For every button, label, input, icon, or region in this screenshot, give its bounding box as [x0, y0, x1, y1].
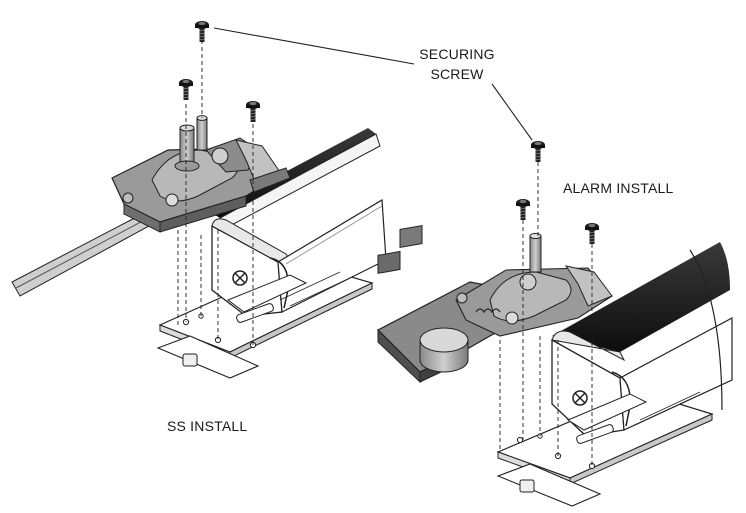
- ss-alignment-lines: [177, 40, 254, 345]
- ss-latch-mechanism: [111, 115, 291, 233]
- screw-icon: [584, 222, 600, 245]
- alarm-install-assembly: [376, 140, 733, 507]
- ss-exit-device-bar: [210, 128, 387, 323]
- alarm-module: [376, 225, 613, 384]
- screw-icon: [515, 198, 531, 221]
- securing-screw-label-line2: SCREW: [430, 66, 484, 82]
- ss-install-label: SS INSTALL: [167, 418, 248, 434]
- screw-icon: [194, 20, 210, 43]
- securing-screw-label-line1: SECURING: [419, 46, 495, 62]
- alarm-install-label: ALARM INSTALL: [563, 180, 674, 196]
- screw-icon: [530, 140, 546, 163]
- screw-icon: [178, 78, 194, 101]
- alarm-exit-device-bar: [551, 242, 733, 444]
- alarm-alignment-lines: [499, 162, 593, 466]
- securing-screw-label: SECURING SCREW: [412, 44, 502, 84]
- actuator-rod: [11, 209, 161, 297]
- ss-install-assembly: [11, 20, 387, 379]
- screw-icon: [245, 100, 261, 123]
- securing-screw-leaders: [213, 27, 533, 141]
